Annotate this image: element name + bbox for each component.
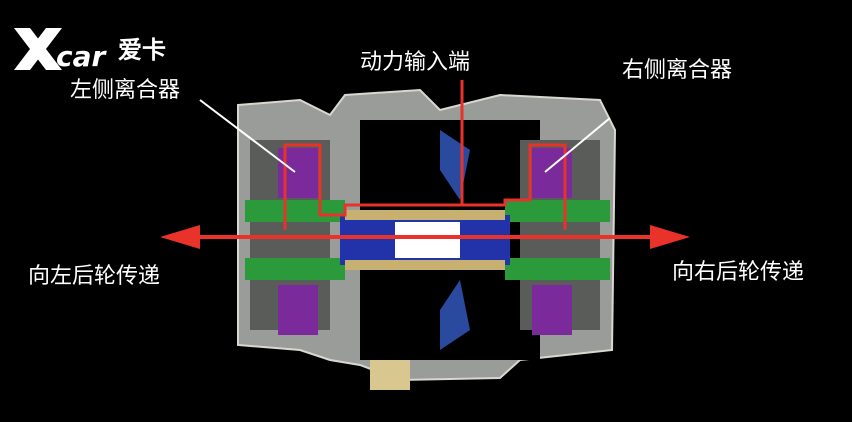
left-clutch-label: 左侧离合器 [70, 78, 181, 103]
right-clutch-pointer [544, 117, 611, 173]
right-green-hub [505, 200, 610, 222]
left-green-hub-lower [245, 258, 345, 280]
left-rear-wheel-label: 向左后轮传递 [28, 264, 161, 289]
right-output-arrow [650, 225, 690, 249]
left-green-hub [245, 200, 345, 222]
right-rear-wheel-label: 向右后轮传递 [672, 260, 805, 285]
left-clutch-pointer [199, 99, 296, 173]
ring-gear-bottom [440, 280, 470, 350]
power-flow-path [283, 80, 567, 230]
logo-text: 爱卡 [118, 36, 166, 64]
right-clutch-label: 右侧离合器 [622, 58, 733, 83]
left-output-arrow [160, 225, 200, 249]
right-green-hub-lower [505, 258, 610, 280]
left-clutch-pack-bottom [278, 285, 318, 335]
svg-text:car: car [56, 40, 107, 73]
power-input-label: 动力输入端 [360, 50, 471, 75]
xcar-logo: car [14, 28, 107, 73]
shaft-bore [395, 222, 460, 258]
right-clutch-pack-bottom [532, 285, 572, 335]
